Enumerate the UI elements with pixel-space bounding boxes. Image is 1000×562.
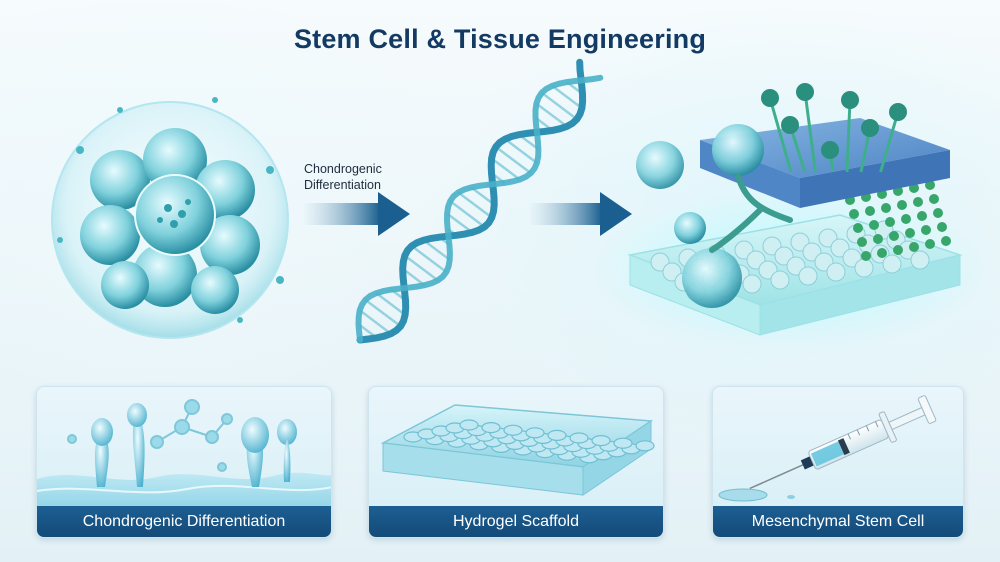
arrow-label-line-2: Differentiation bbox=[304, 178, 381, 192]
well-plate-icon bbox=[380, 404, 655, 496]
panel-caption: Hydrogel Scaffold bbox=[369, 506, 663, 537]
stem-cell-cluster-icon bbox=[51, 97, 289, 339]
page-title: Stem Cell & Tissue Engineering bbox=[293, 24, 707, 54]
syringe-icon bbox=[718, 395, 937, 502]
panel-chondrogenic-differentiation: Chondrogenic Differentiation bbox=[36, 386, 332, 538]
dna-helix-icon bbox=[355, 58, 604, 344]
arrow-right-icon bbox=[530, 192, 632, 236]
panel-mesenchymal-stem-cell: Mesenchymal Stem Cell bbox=[712, 386, 964, 538]
arrow-right-icon bbox=[304, 192, 410, 236]
tissue-scaffold-icon bbox=[590, 83, 990, 350]
panel-hydrogel-scaffold: Hydrogel Scaffold bbox=[368, 386, 664, 538]
differentiation-arrow-label: Chondrogenic Differentiation bbox=[304, 161, 424, 193]
hero-illustration bbox=[51, 58, 990, 350]
panel-caption: Chondrogenic Differentiation bbox=[37, 506, 331, 537]
arrow-label-line-1: Chondrogenic bbox=[304, 162, 382, 176]
panel-caption: Mesenchymal Stem Cell bbox=[713, 506, 963, 537]
